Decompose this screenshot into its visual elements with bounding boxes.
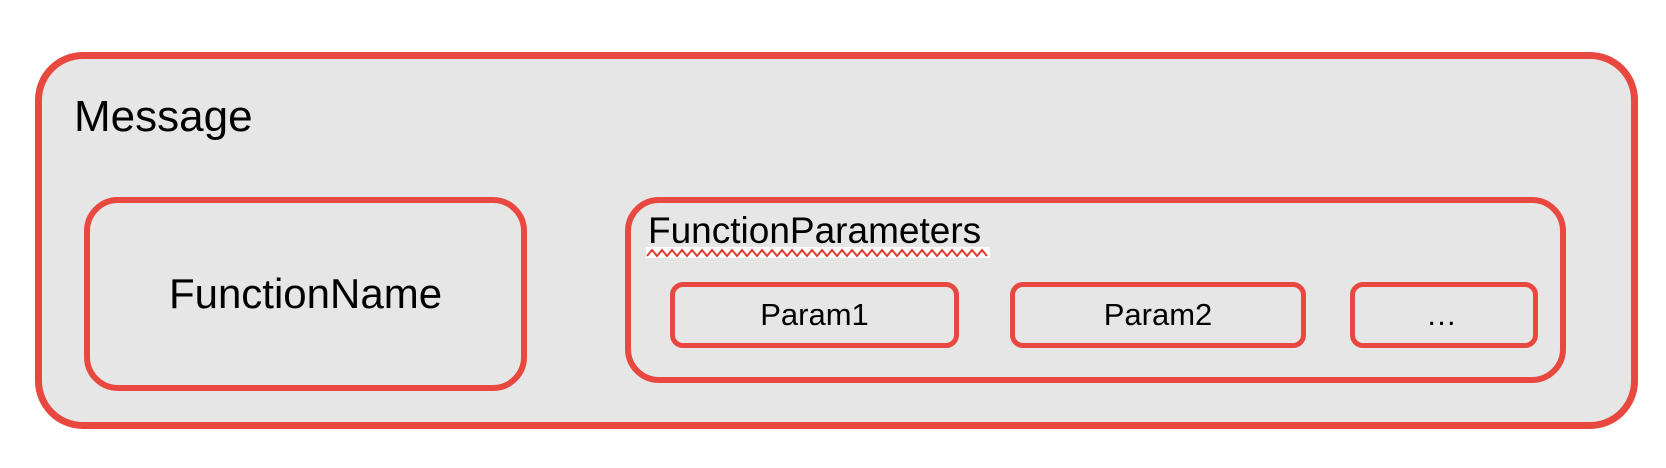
- function-parameters-box: FunctionParameters Param1 Param2 …: [625, 197, 1566, 383]
- param2-box: Param2: [1010, 282, 1306, 348]
- param2-label: Param2: [1103, 297, 1213, 332]
- function-name-box: FunctionName: [84, 197, 527, 391]
- param1-box: Param1: [670, 282, 959, 348]
- param1-label: Param1: [760, 297, 869, 332]
- param-ellipsis-box: …: [1350, 282, 1538, 348]
- function-parameters-label: FunctionParameters: [648, 210, 982, 251]
- param-ellipsis-label: …: [1426, 297, 1462, 332]
- spellcheck-squiggle-icon: [646, 247, 990, 258]
- message-box: Message FunctionName FunctionParameters …: [35, 52, 1638, 429]
- function-name-label: FunctionName: [168, 270, 443, 317]
- message-label: Message: [74, 92, 253, 141]
